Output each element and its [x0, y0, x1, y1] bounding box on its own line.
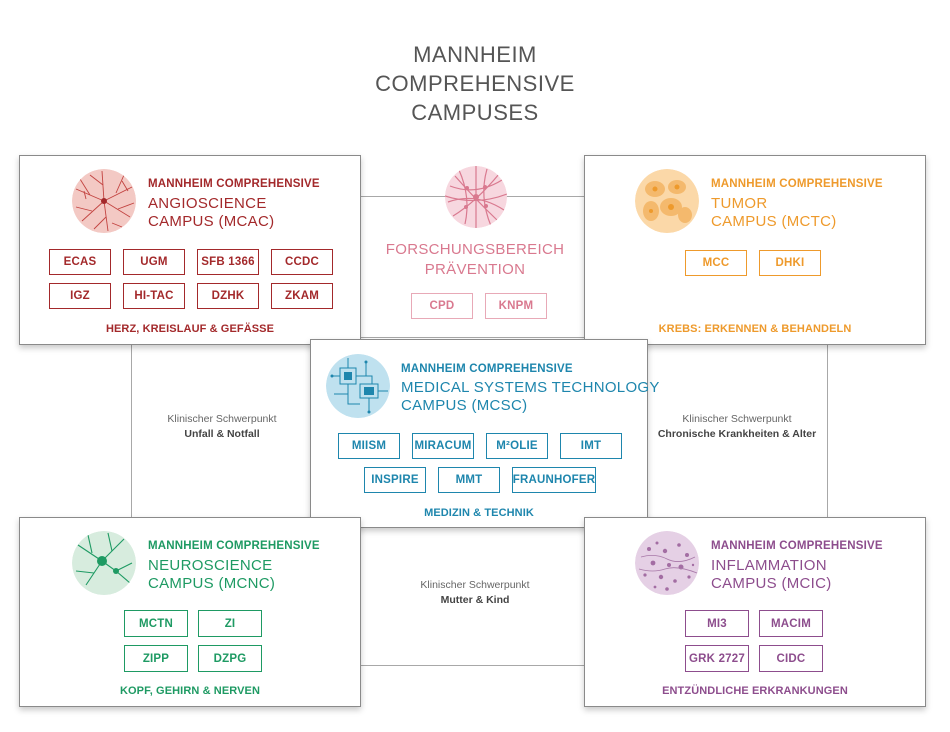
tag-macim: MACIM [759, 610, 823, 637]
medical-eyebrow: MANNHEIM COMPREHENSIVE [401, 363, 573, 375]
tag-miism: MIISM [338, 433, 400, 459]
tag-imt: IMT [560, 433, 622, 459]
schwerpunkt-right: Klinischer Schwerpunkt Chronische Krankh… [646, 412, 828, 442]
schwerpunkt-right-label: Klinischer Schwerpunkt [682, 413, 792, 425]
angio-footer: HERZ, KREISLAUF & GEFÄSSE [105, 323, 275, 335]
forschung-title: FORSCHUNGSBEREICH PRÄVENTION [355, 240, 595, 280]
tag-dhki: DHKI [759, 250, 821, 276]
tag-ecas: ECAS [49, 249, 111, 275]
tissue-icon [635, 531, 699, 595]
tag-cidc: CIDC [759, 645, 823, 672]
schwerpunkt-bottom-label: Klinischer Schwerpunkt [420, 579, 530, 591]
tumor-footer: KREBS: ERKENNEN & BEHANDELN [658, 323, 852, 335]
tag-zkam: ZKAM [271, 283, 333, 309]
tumor-cell-icon [635, 169, 699, 233]
schwerpunkt-left-label: Klinischer Schwerpunkt [167, 413, 277, 425]
title-line-1: MANNHEIM [413, 42, 537, 67]
medical-title-line-2: CAMPUS (MCSC) [401, 397, 528, 414]
page-title: MANNHEIM COMPREHENSIVE CAMPUSES [0, 40, 950, 127]
card-neuroscience: MANNHEIM COMPREHENSIVE NEUROSCIENCE CAMP… [19, 517, 361, 707]
tag-mmt: MMT [438, 467, 500, 493]
medical-title-line-1: MEDICAL SYSTEMS TECHNOLOGY [401, 379, 660, 396]
tag-ugm: UGM [123, 249, 185, 275]
tag-dzhk: DZHK [197, 283, 259, 309]
tag-knpm: KNPM [485, 293, 547, 319]
tag-hi-tac: HI-TAC [123, 283, 185, 309]
tumor-title-line-2: CAMPUS (MCTC) [711, 213, 837, 230]
tag-cpd: CPD [411, 293, 473, 319]
inflammation-eyebrow: MANNHEIM COMPREHENSIVE [711, 540, 883, 552]
inflammation-title-line-1: INFLAMMATION [711, 557, 827, 574]
tag-dzpg: DZPG [198, 645, 262, 672]
tag-zi: ZI [198, 610, 262, 637]
inflammation-footer: ENTZÜNDLICHE ERKRANKUNGEN [662, 685, 848, 697]
tag-fraunhofer: FRAUNHOFER [512, 467, 596, 493]
neuro-eyebrow: MANNHEIM COMPREHENSIVE [148, 540, 320, 552]
network-icon [445, 166, 507, 228]
circuit-icon [326, 354, 390, 418]
schwerpunkt-left-value: Unfall & Notfall [184, 428, 260, 440]
title-line-2: COMPREHENSIVE [375, 71, 575, 96]
tag-igz: IGZ [49, 283, 111, 309]
forschung-title-line-2: PRÄVENTION [424, 261, 526, 278]
schwerpunkt-right-value: Chronische Krankheiten & Alter [657, 428, 817, 440]
tag-miracum: MIRACUM [412, 433, 474, 459]
neuro-title-line-2: CAMPUS (MCNC) [148, 575, 276, 592]
card-tumor: MANNHEIM COMPREHENSIVE TUMOR CAMPUS (MCT… [584, 155, 926, 345]
card-angioscience: MANNHEIM COMPREHENSIVE ANGIOSCIENCE CAMP… [19, 155, 361, 345]
tag-inspire: INSPIRE [364, 467, 426, 493]
schwerpunkt-left: Klinischer Schwerpunkt Unfall & Notfall [131, 412, 313, 442]
tag-zipp: ZIPP [124, 645, 188, 672]
neuro-title-line-1: NEUROSCIENCE [148, 557, 273, 574]
tumor-eyebrow: MANNHEIM COMPREHENSIVE [711, 178, 883, 190]
title-line-3: CAMPUSES [411, 100, 539, 125]
tag-sfb1366: SFB 1366 [197, 249, 259, 275]
card-inflammation: MANNHEIM COMPREHENSIVE INFLAMMATION CAMP… [584, 517, 926, 707]
tag-ccdc: CCDC [271, 249, 333, 275]
tag-grk2727: GRK 2727 [685, 645, 749, 672]
schwerpunkt-bottom: Klinischer Schwerpunkt Mutter & Kind [355, 578, 595, 608]
tag-mi3: MI3 [685, 610, 749, 637]
schwerpunkt-bottom-value: Mutter & Kind [440, 594, 510, 606]
neuron-icon [72, 531, 136, 595]
medical-footer: MEDIZIN & TECHNIK [424, 507, 534, 519]
card-medical-systems: MANNHEIM COMPREHENSIVE MEDICAL SYSTEMS T… [310, 339, 659, 528]
tumor-title-line-1: TUMOR [711, 195, 768, 212]
angio-title-line-2: CAMPUS (MCAC) [148, 213, 275, 230]
tag-mctn: MCTN [124, 610, 188, 637]
inflammation-title-line-2: CAMPUS (MCIC) [711, 575, 832, 592]
angio-eyebrow: MANNHEIM COMPREHENSIVE [148, 178, 320, 190]
angio-title-line-1: ANGIOSCIENCE [148, 195, 267, 212]
neuro-footer: KOPF, GEHIRN & NERVEN [119, 685, 261, 697]
tag-m2olie: M²OLIE [486, 433, 548, 459]
blood-vessel-icon [72, 169, 136, 233]
tag-mcc: MCC [685, 250, 747, 276]
forschung-title-line-1: FORSCHUNGSBEREICH [385, 241, 565, 258]
